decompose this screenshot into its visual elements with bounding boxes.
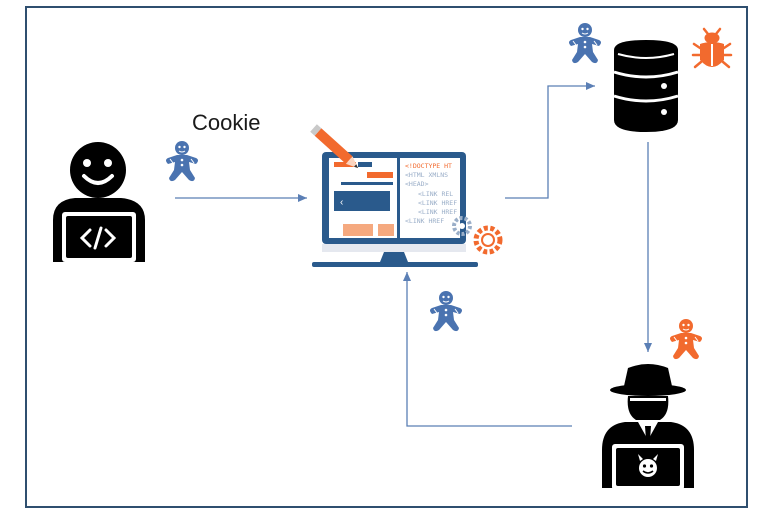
web-app-icon: ‹ <!DOCTYPE HT <HTML XMLNS <HEAD> <LINK …: [310, 124, 503, 267]
code-line-5: <LINK HREF: [418, 199, 457, 207]
code-line-6: <LINK HREF: [418, 208, 457, 216]
hacker-icon: [602, 364, 694, 490]
bug-icon: [691, 27, 733, 69]
developer-icon: [53, 142, 145, 262]
cookie-icon-database: [568, 22, 602, 64]
code-line-4: <LINK REL: [418, 190, 453, 198]
arrow-hacker-to-webapp: [403, 272, 572, 427]
svg-text:‹: ‹: [340, 197, 343, 208]
code-line-3: <HEAD>: [405, 180, 429, 188]
cookie-icon-developer: [165, 140, 199, 182]
code-line-1: <!DOCTYPE HT: [405, 162, 452, 170]
cookie-icon-webapp: [429, 290, 463, 332]
database-icon: [613, 40, 679, 132]
gear-icon: [452, 216, 472, 236]
gear-icon: [473, 225, 503, 255]
code-line-7: <LINK HREF: [405, 217, 444, 225]
arrow-webapp-to-database: [505, 82, 595, 199]
cookie-icon-hacker: [669, 318, 703, 360]
cookie-label: Cookie: [192, 110, 260, 135]
code-line-2: <HTML XMLNS: [405, 171, 448, 179]
